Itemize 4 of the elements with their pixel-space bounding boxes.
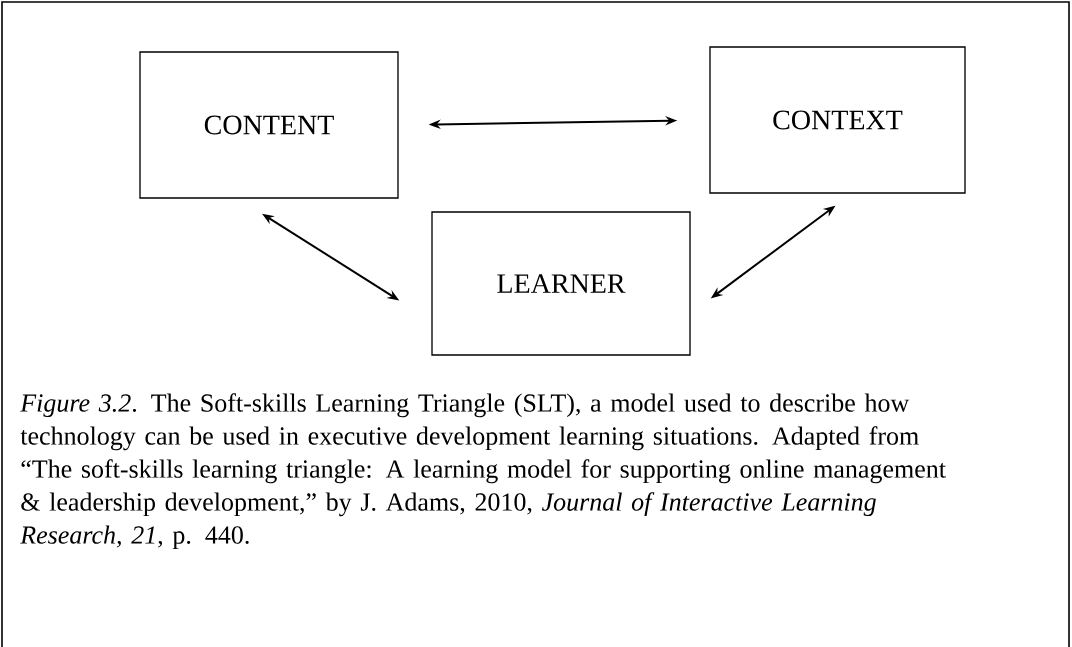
figure-caption: Figure 3.2. The Soft-skills Learning Triangle (SLT), a model used to describe how technology can be used in executive development learning situations. Adapted from “The soft-skills learning triangle: A learning model for supporting online management & leadership development,” by J. Adams, 2010, Journal of Interactive Learning Research, 21, p. 440. xyxy=(20,393,946,550)
concept-box: CONTEXT xyxy=(709,46,966,194)
concept-box: LEARNER xyxy=(431,211,691,356)
concept-box: CONTENT xyxy=(139,51,399,199)
